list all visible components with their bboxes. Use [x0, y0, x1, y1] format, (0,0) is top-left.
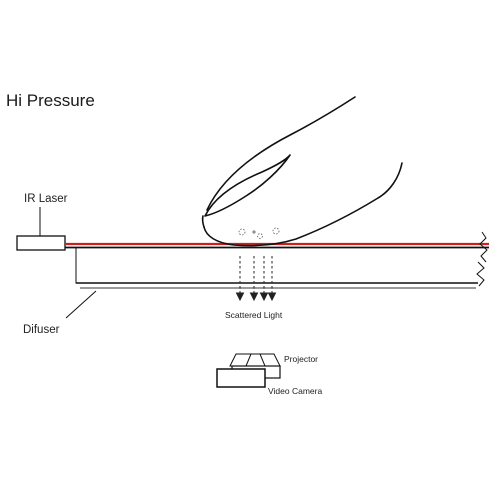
- scattered-light-rays: [235, 256, 277, 302]
- diagram-title: Hi Pressure: [6, 91, 95, 110]
- video-camera-body: [216, 368, 266, 388]
- contact-scatter: [238, 227, 280, 239]
- difuser-leader: [65, 290, 97, 319]
- panel-body: [75, 248, 478, 284]
- scattered-light-label: Scattered Light: [225, 310, 283, 320]
- fingernail: [204, 154, 291, 217]
- projector-label: Projector: [284, 354, 318, 364]
- break-mark-2: [476, 261, 485, 287]
- projector-camera-group: [216, 353, 281, 388]
- ir-laser-label: IR Laser: [24, 193, 68, 205]
- ir-laser-box: [16, 235, 66, 251]
- video-camera-label: Video Camera: [268, 386, 322, 396]
- difuser-label: Difuser: [23, 324, 60, 336]
- break-mark: [479, 231, 488, 263]
- projector-lens: [229, 353, 266, 367]
- finger: [201, 96, 403, 247]
